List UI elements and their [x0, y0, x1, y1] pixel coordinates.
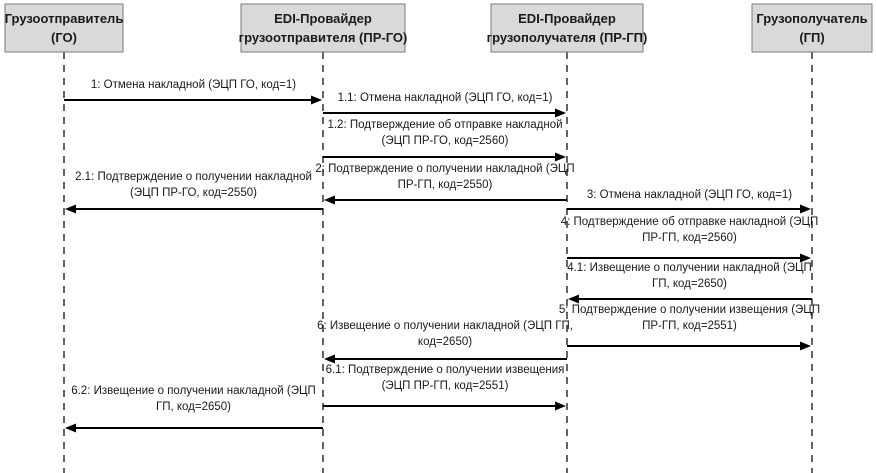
message-label-line: 1.2: Подтверждение об отправке накладной — [327, 119, 562, 131]
arrowhead — [324, 195, 335, 205]
participant-title-line: EDI-Провайдер — [518, 11, 616, 26]
arrowhead — [65, 204, 76, 214]
participant-box — [240, 3, 406, 53]
participant-title-line: грузополучателя (ПР-ГП) — [487, 30, 648, 45]
message-label-line: 1: Отмена накладной (ЭЦП ГО, код=1) — [91, 79, 296, 91]
message-label-line: ПР-ГП, код=2551) — [642, 320, 737, 332]
participant-title-line: Грузополучатель — [756, 11, 867, 26]
participant-title-line: Грузоотправитель — [5, 11, 124, 26]
arrowhead — [800, 341, 811, 351]
participant-title-line: EDI-Провайдер — [274, 11, 372, 26]
message: 1: Отмена накладной (ЭЦП ГО, код=1) — [64, 79, 322, 105]
arrowhead — [555, 152, 566, 162]
participant-prgo: EDI-Провайдер грузоотправителя (ПР-ГО) — [239, 3, 408, 473]
arrowhead — [568, 294, 579, 304]
message: 4.1: Извещение о получении накладной (ЭЦ… — [567, 262, 812, 304]
message: 6.2: Извещение о получении накладной (ЭЦ… — [65, 385, 323, 433]
participant-title-line: (ГО) — [51, 30, 77, 45]
message-label-line: 6.2: Извещение о получении накладной (ЭЦ… — [71, 385, 316, 397]
arrowhead — [65, 423, 76, 433]
message-label-line: 4: Подтверждение об отправке накладной (… — [561, 216, 819, 228]
arrowhead — [800, 253, 811, 263]
arrowhead — [311, 95, 322, 105]
message-label-line: (ЭЦП ПР-ГО, код=2550) — [130, 187, 257, 199]
participant-title-line: (ГП) — [799, 30, 824, 45]
participant-go: Грузоотправитель (ГО) — [4, 3, 124, 473]
participant-box — [751, 3, 873, 53]
message-label-line: ГП, код=2650) — [156, 401, 231, 413]
message-label-line: 5: Подтверждение о получении извещения (… — [559, 304, 820, 316]
message-label-line: 4.1: Извещение о получении накладной (ЭЦ… — [567, 262, 812, 274]
message: 6: Извещение о получении накладной (ЭЦП … — [317, 320, 573, 364]
message-label-line: 2: Подтверждение о получении накладной (… — [315, 163, 574, 175]
message: 4: Подтверждение об отправке накладной (… — [561, 216, 819, 263]
message-label-line: ПР-ГП, код=2550) — [398, 179, 493, 191]
message-label-line: 6.1: Подтверждение о получении извещения — [326, 364, 565, 376]
message-label-line: (ЭЦП ПР-ГП, код=2551) — [382, 380, 509, 392]
message: 2.1: Подтверждение о получении накладной… — [65, 171, 323, 214]
message-label-line: 2.1: Подтверждение о получении накладной — [75, 171, 312, 183]
participant-gp: Грузополучатель (ГП) — [751, 3, 873, 473]
message-label-line: 6: Извещение о получении накладной (ЭЦП … — [317, 320, 573, 332]
arrowhead — [800, 204, 811, 214]
message: 6.1: Подтверждение о получении извещения… — [323, 364, 566, 411]
message-label-line: код=2650) — [418, 336, 472, 348]
arrowhead — [555, 401, 566, 411]
arrowhead — [555, 108, 566, 118]
arrowhead — [324, 354, 335, 364]
message-label-line: ГП, код=2650) — [652, 278, 727, 290]
participant-box — [490, 3, 644, 53]
participant-box — [4, 3, 124, 53]
message: 5: Подтверждение о получении извещения (… — [559, 304, 820, 351]
message: 1.2: Подтверждение об отправке накладной… — [323, 119, 566, 162]
participant-prgp: EDI-Провайдер грузополучателя (ПР-ГП) — [487, 3, 648, 473]
message-label-line: 3: Отмена накладной (ЭЦП ГО, код=1) — [587, 189, 792, 201]
participant-title-line: грузоотправителя (ПР-ГО) — [239, 30, 408, 45]
message: 3: Отмена накладной (ЭЦП ГО, код=1) — [567, 189, 811, 214]
message-label-line: 1.1: Отмена накладной (ЭЦП ГО, код=1) — [338, 92, 553, 104]
message: 2: Подтверждение о получении накладной (… — [315, 163, 575, 205]
message: 1.1: Отмена накладной (ЭЦП ГО, код=1) — [323, 92, 566, 118]
message-label-line: ПР-ГП, код=2560) — [642, 232, 737, 244]
message-label-line: (ЭЦП ПР-ГО, код=2560) — [382, 135, 509, 147]
